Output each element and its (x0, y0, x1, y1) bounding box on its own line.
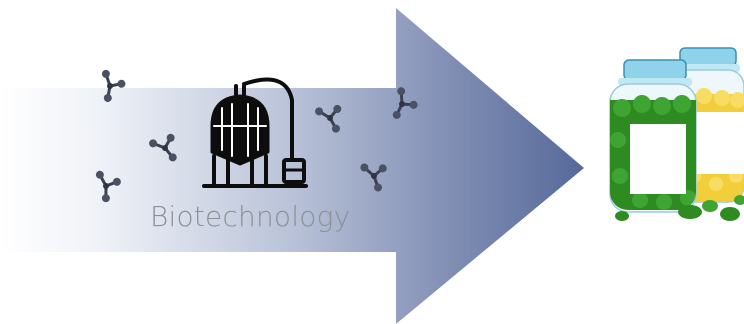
process-arrow (0, 8, 584, 324)
bioreactor-tank-icon (202, 77, 308, 188)
medicine-bottles-icon (609, 47, 744, 221)
process-label: Biotechnology (150, 200, 351, 233)
